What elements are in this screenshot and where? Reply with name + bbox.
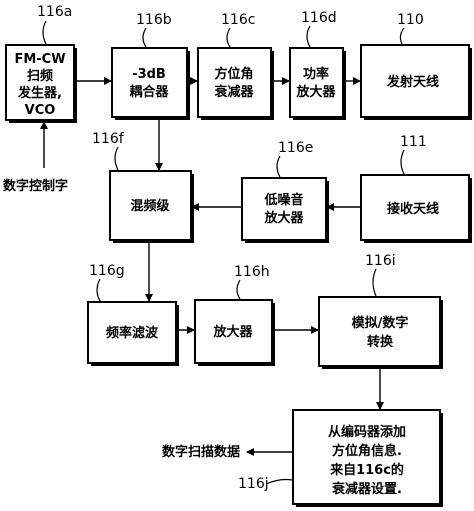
- encoder-label-line-2: 方位角信息.: [332, 443, 402, 459]
- lna-block: 低噪音 放大器: [241, 177, 329, 243]
- ref-116j: 116j: [238, 476, 269, 492]
- tx-antenna-block: 发射天线: [360, 44, 472, 120]
- attenuator-block: 方位角 衰减器: [197, 47, 274, 120]
- lead-116h: [236, 279, 241, 300]
- lead-116f: [114, 146, 119, 171]
- ref-116c: 116c: [221, 12, 255, 28]
- power-amp-label-line-2: 放大器: [295, 84, 336, 100]
- vco-label-line-2: 扫频: [27, 68, 53, 84]
- amplifier-label: 放大器: [212, 324, 253, 340]
- lna-label-line-2: 放大器: [263, 210, 304, 226]
- ref-116d: 116d: [301, 10, 337, 26]
- digital-control-label: 数字控制字: [3, 178, 68, 194]
- adc-label-line-2: 转换: [367, 334, 394, 350]
- vco-block: FM-CW 扫频 发生器, VCO: [5, 44, 77, 123]
- ref-116i: 116i: [365, 253, 396, 269]
- lead-116i: [372, 268, 377, 297]
- lead-116e: [276, 155, 281, 178]
- lead-116d: [306, 25, 311, 48]
- lead-116b: [142, 27, 147, 48]
- encoder-label-line-1: 从编码器添加: [328, 424, 406, 440]
- rx-antenna-label: 接收天线: [387, 201, 439, 217]
- filter-label: 频率滤波: [106, 325, 159, 341]
- power-amp-label-line-1: 功率: [303, 66, 329, 82]
- ref-110: 110: [397, 12, 424, 28]
- coupler-block: -3dB 耦合器: [111, 47, 190, 120]
- filter-block: 频率滤波: [87, 301, 179, 366]
- encoder-block: 从编码器添加 方位角信息. 来自116c的 衰减器设置.: [292, 409, 443, 507]
- tx-antenna-label: 发射天线: [386, 74, 439, 90]
- ref-116b: 116b: [136, 12, 172, 28]
- ref-116f: 116f: [92, 131, 125, 147]
- power-amp-block: 功率 放大器: [289, 47, 346, 120]
- lead-116c: [226, 27, 231, 48]
- ref-116a: 116a: [37, 4, 72, 20]
- ref-111: 111: [400, 134, 427, 150]
- mixer-label: 混频级: [130, 198, 170, 214]
- lna-label-line-1: 低噪音: [263, 192, 303, 208]
- vco-label-line-1: FM-CW: [14, 52, 65, 67]
- lead-116a: [42, 20, 47, 45]
- vco-label-line-4: VCO: [25, 103, 56, 118]
- vco-label-line-3: 发生器,: [17, 85, 62, 101]
- digital-scan-data-label: 数字扫描数据: [162, 444, 240, 460]
- coupler-label-line-1: -3dB: [132, 67, 166, 82]
- lead-111: [400, 149, 405, 175]
- rx-antenna-block: 接收天线: [360, 174, 472, 243]
- lead-116g: [96, 278, 101, 302]
- encoder-label-line-3: 来自116c的: [329, 462, 404, 478]
- lead-116j: [265, 478, 293, 485]
- encoder-label-line-4: 衰减器设置.: [331, 481, 402, 497]
- mixer-block: 混频级: [109, 170, 194, 243]
- coupler-label-line-2: 耦合器: [129, 84, 169, 100]
- ref-116g: 116g: [89, 263, 125, 279]
- ref-116h: 116h: [234, 264, 270, 280]
- adc-block: 模拟/数字 转换: [318, 296, 443, 369]
- amplifier-block: 放大器: [194, 299, 275, 366]
- ref-116e: 116e: [278, 140, 313, 156]
- lead-110: [399, 27, 405, 45]
- attenuator-label-line-1: 方位角: [214, 66, 253, 82]
- adc-label-line-1: 模拟/数字: [352, 315, 409, 331]
- attenuator-label-line-2: 衰减器: [213, 84, 254, 100]
